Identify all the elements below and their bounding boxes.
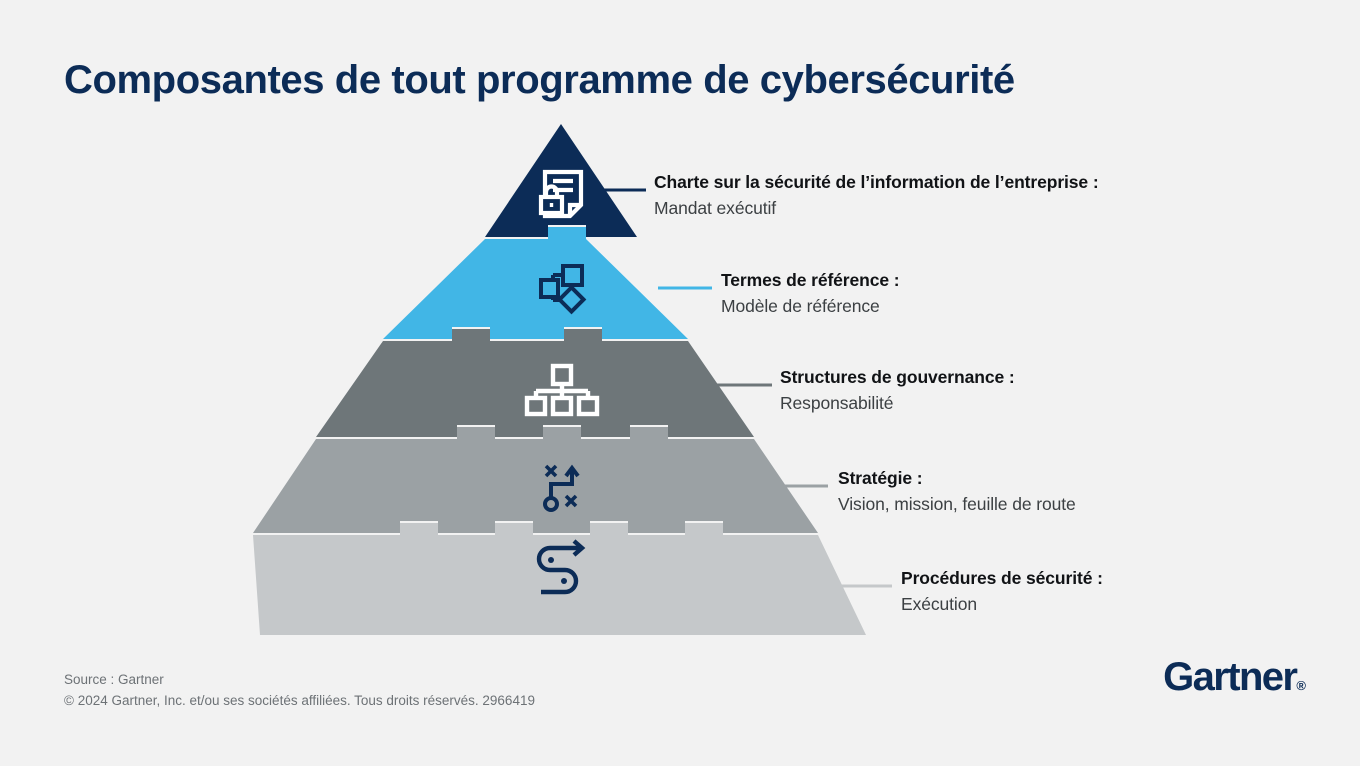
label-structures-de-gouvernance-sub: Responsabilité (780, 392, 894, 413)
locked-document-icon (538, 169, 584, 219)
page-title: Composantes de tout programme de cybersé… (64, 58, 1015, 102)
gartner-logo: Gartner® (1163, 657, 1306, 697)
pyramid-tier-termes-de-reference[interactable] (383, 227, 688, 339)
footer: Source : Gartner © 2024 Gartner, Inc. et… (64, 670, 535, 712)
label-charte: Charte sur la sécurité de l’information … (654, 171, 1099, 221)
winding-path-arrow-icon (536, 539, 586, 595)
registered-trademark-icon: ® (1296, 678, 1306, 693)
label-strategie: Stratégie : Vision, mission, feuille de … (838, 467, 1076, 517)
pyramid-tier-structures-de-gouvernance[interactable] (316, 329, 754, 437)
gartner-logo-text: Gartner (1163, 655, 1298, 699)
label-procedures-de-securite-sub: Exécution (901, 593, 977, 614)
label-structures-de-gouvernance: Structures de gouvernance : Responsabili… (780, 366, 1015, 416)
label-termes-de-reference-sub: Modèle de référence (721, 295, 880, 316)
label-charte-sub: Mandat exécutif (654, 197, 777, 218)
label-procedures-de-securite: Procédures de sécurité : Exécution (901, 567, 1103, 617)
footer-copyright: © 2024 Gartner, Inc. et/ou ses sociétés … (64, 692, 535, 708)
label-procedures-de-securite-title: Procédures de sécurité : (901, 568, 1103, 588)
label-termes-de-reference-title: Termes de référence : (721, 270, 900, 290)
label-structures-de-gouvernance-title: Structures de gouvernance : (780, 367, 1015, 387)
footer-source: Source : Gartner (64, 672, 164, 687)
pyramid-tier-procedures-de-securite[interactable] (253, 523, 866, 635)
label-strategie-sub: Vision, mission, feuille de route (838, 493, 1076, 514)
label-charte-title: Charte sur la sécurité de l’information … (654, 172, 1099, 192)
org-chart-icon (524, 363, 600, 417)
label-termes-de-reference: Termes de référence : Modèle de référenc… (721, 269, 900, 319)
pyramid-tier-strategie[interactable] (253, 427, 818, 533)
label-strategie-title: Stratégie : (838, 468, 923, 488)
flowchart-nodes-icon (539, 264, 587, 315)
strategy-playbook-icon (543, 464, 580, 512)
